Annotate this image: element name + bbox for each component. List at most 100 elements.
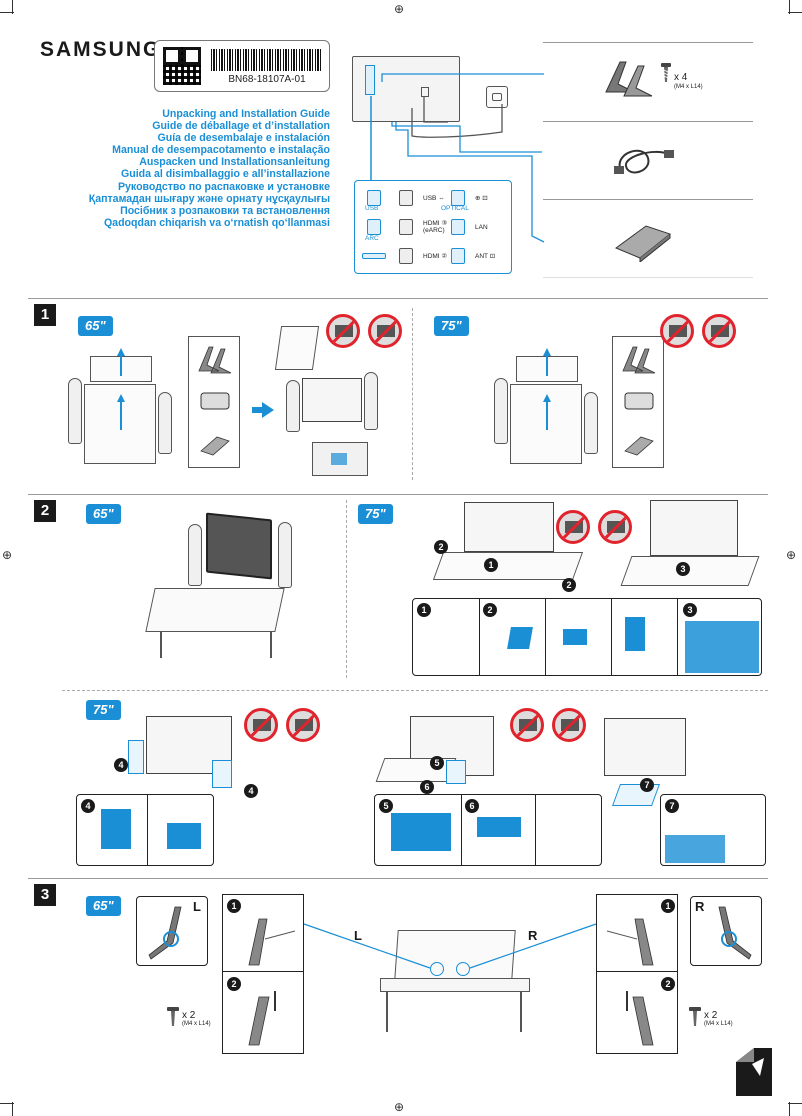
crop-mark: [789, 0, 790, 14]
screw-qty-label: x 2: [704, 1010, 718, 1021]
foam-block: [212, 760, 232, 788]
warning-no-flat-icon: [244, 708, 278, 742]
tv-panel: [650, 500, 738, 556]
stand-plate-icon: [200, 436, 230, 456]
callout-1: 1: [227, 899, 241, 913]
warning-no-lean-icon: [552, 708, 586, 742]
warning-no-flat-icon: [326, 314, 360, 348]
arc-port-icon: [367, 219, 381, 235]
size-badge: 65": [86, 504, 121, 524]
lan-label: LAN: [475, 223, 488, 231]
right-label: R: [695, 899, 705, 914]
detail-panel-4: 4: [76, 794, 214, 866]
callout-7: 7: [665, 799, 679, 813]
screw-qty-label: x 2: [182, 1010, 196, 1021]
callout-1: 1: [484, 558, 498, 572]
registration-mark-icon: ⊕: [394, 1100, 405, 1114]
leader-lines: [303, 923, 597, 969]
step-number: 1: [34, 304, 56, 326]
crop-mark: [788, 1103, 802, 1104]
wall-outlet-icon: [486, 86, 508, 108]
title-it: Guida al disimballaggio e all’installazi…: [121, 168, 330, 181]
screw-icon: [661, 63, 671, 82]
contents-panel: [612, 336, 664, 468]
stand-right-detail: 1 2: [596, 894, 678, 1054]
page-turn-icon: [736, 1048, 772, 1096]
callout-2: 2: [661, 977, 675, 991]
size-badge: 65": [78, 316, 113, 336]
power-cable-icon: [614, 149, 674, 174]
foam-block: [446, 760, 466, 784]
callout-2: 2: [562, 578, 576, 592]
callout-3: 3: [683, 603, 697, 617]
right-label: R: [528, 928, 538, 943]
screw-spec-label: (M4 x L14): [182, 1021, 211, 1027]
divider: [543, 199, 753, 200]
foam-block: [128, 740, 144, 774]
box-base: [620, 556, 760, 586]
detail-inset: [312, 442, 368, 476]
callout-7: 7: [640, 778, 654, 792]
tv-back-diagram: [352, 56, 460, 122]
screw-icon: [167, 1007, 179, 1026]
tv-panel: [302, 378, 362, 422]
ant-label: ANT ⊡: [475, 252, 496, 260]
title-fr: Guide de déballage et d’installation: [152, 120, 330, 133]
warning-no-flat-icon: [660, 314, 694, 348]
warning-no-lean-icon: [598, 510, 632, 544]
detail-panel-56: 5 6: [374, 794, 602, 866]
size-badge: 65": [86, 896, 121, 916]
tv-panel: [604, 718, 686, 776]
power-port-icon: [451, 219, 465, 235]
warning-no-lean-icon: [368, 314, 402, 348]
callout-5: 5: [430, 756, 444, 770]
hdmi2-port-icon: [399, 248, 413, 264]
crop-mark: [788, 12, 802, 13]
screw-qty-left: x 2 (M4 x L14): [182, 1010, 211, 1027]
title-kk: Қаптамадан шығару және орнату нұсқаулығы: [88, 192, 330, 205]
hdmi-cable-icon: [362, 253, 386, 259]
warning-no-lean-icon: [286, 708, 320, 742]
detail-panel-7: 7: [660, 794, 766, 866]
stand-icon: [718, 906, 752, 960]
callout-2: 2: [483, 603, 497, 617]
left-label: L: [354, 928, 362, 943]
hdmi2-label: HDMI ②: [423, 252, 448, 260]
contents-panel: [188, 336, 240, 468]
size-badge: 75": [358, 504, 393, 524]
registration-mark-icon: ⊕: [2, 548, 13, 562]
usb-port-icon: [367, 190, 381, 206]
box-base: [375, 758, 457, 782]
title-pt: Manual de desempacotamento e instalação: [112, 144, 330, 157]
box-base: [432, 552, 584, 580]
callout-4: 4: [244, 784, 258, 798]
stand-icon: [198, 346, 232, 374]
callout-5: 5: [379, 799, 393, 813]
stand-left-detail: 1 2: [222, 894, 304, 1054]
tv-panel: [464, 502, 554, 552]
remote-icon: [614, 225, 672, 262]
callout-3: 3: [676, 562, 690, 576]
ports-legend: USB ⇔ ⊕ ⊡ HDMI ③ (eARC) LAN HDMI ② ANT ⊡…: [354, 180, 512, 274]
remote-icon: [200, 392, 230, 410]
antenna-icon: [451, 248, 465, 264]
ir-label: ⊕ ⊡: [475, 194, 488, 202]
usb-c-port-icon: [399, 190, 413, 206]
crop-mark: [12, 1102, 13, 1116]
usb-label: USB ⇔: [423, 194, 445, 202]
stand-right-panel: R: [690, 896, 762, 966]
stand-screw-qty: x 4: [674, 72, 688, 83]
callout-2: 2: [227, 977, 241, 991]
port-panel: [365, 65, 375, 95]
usb-caption: USB: [365, 205, 379, 212]
warning-no-flat-icon: [510, 708, 544, 742]
stand-icon: [148, 906, 182, 960]
warning-no-lean-icon: [702, 314, 736, 348]
registration-mark-icon: ⊕: [786, 548, 797, 562]
stand-plate-icon: [624, 436, 654, 456]
left-label: L: [193, 899, 201, 914]
size-badge: 75": [434, 316, 469, 336]
crop-mark: [0, 1103, 14, 1104]
callout-6: 6: [420, 780, 434, 794]
warning-no-flat-icon: [556, 510, 590, 544]
